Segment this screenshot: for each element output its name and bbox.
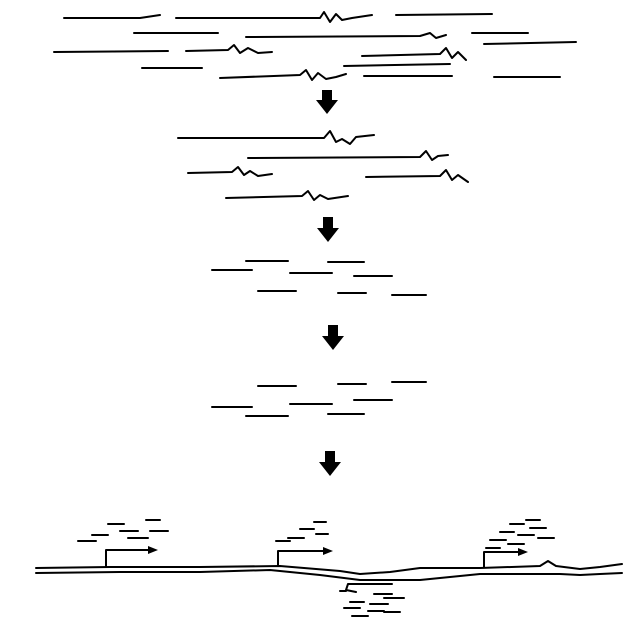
read [483,41,577,45]
tss-arrow-icon [105,549,151,568]
read [395,13,493,16]
tss-arrowhead [148,546,158,554]
down-arrow-icon [319,451,341,476]
stage-5-genome [35,519,623,617]
read [225,190,349,201]
read [365,169,469,183]
read [53,50,169,53]
read [343,63,451,67]
read [361,47,467,61]
read [63,14,161,19]
stage-4-reads [211,381,427,417]
tss-arrow-icon [277,550,326,566]
down-arrow-icon [316,90,338,114]
tss-arrowhead [323,547,333,555]
tss-arrow-icon [483,551,521,568]
read [247,150,449,161]
genome-strand-top [35,560,623,575]
stage-1-reads [53,11,577,81]
read [175,11,373,23]
tss-arrowhead [518,548,528,556]
read [245,32,447,39]
genome-strand-bottom [35,569,623,581]
antisense-tss-arrow-icon [345,583,393,593]
stage-3-reads [211,260,427,296]
read [187,166,273,177]
read [177,130,375,145]
down-arrow-icon [317,217,339,242]
stage-2-reads [177,130,469,201]
read [185,44,273,54]
down-arrow-icon [322,325,344,350]
read [219,69,347,81]
